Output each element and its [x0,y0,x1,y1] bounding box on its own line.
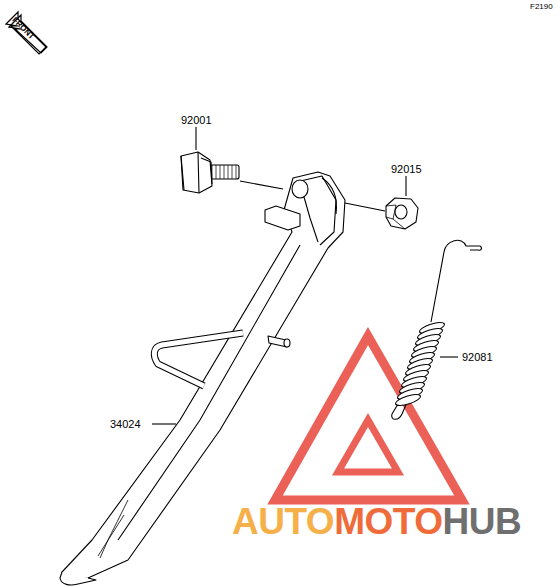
watermark-word: HUB [442,501,521,542]
leader-line [440,356,458,357]
leader-line [195,127,196,150]
leader-line [152,423,176,424]
watermark-triangle [275,336,462,500]
side-stand [60,172,345,585]
front-arrow-badge [6,12,47,54]
watermark-word: AUTO [232,501,334,542]
callout-number: 34024 [110,419,141,430]
assembly-line [345,203,385,211]
spring-coil [394,392,421,408]
pivot-bolt [181,152,239,193]
callout-number: 92081 [462,352,493,363]
callout-number: 92001 [181,115,212,126]
callout-number: 92015 [391,164,422,175]
watermark-word: MOTO [334,501,442,542]
pivot-nut [386,198,418,229]
stand-spring [392,240,482,419]
figure-number: F2190 [530,3,553,11]
watermark-text: AUTOMOTOHUB [232,503,521,540]
assembly-line [240,181,283,189]
leader-line [405,176,406,196]
